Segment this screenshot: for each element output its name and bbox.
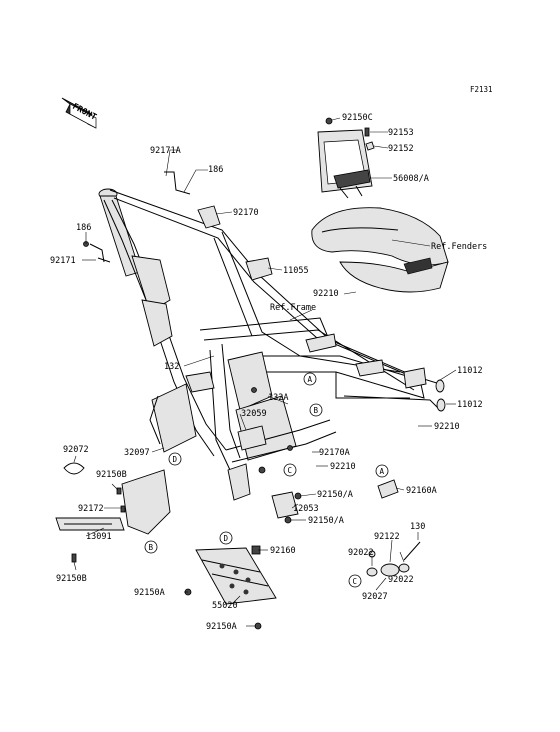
label-92170a: 92170A bbox=[319, 448, 350, 458]
leader-lines bbox=[73, 117, 457, 627]
label-ref-frame: Ref.Frame bbox=[270, 303, 316, 313]
label-12053: 12053 bbox=[293, 504, 319, 514]
callout-a-2: A bbox=[375, 464, 389, 478]
label-92153: 92153 bbox=[388, 128, 414, 138]
label-92152: 92152 bbox=[388, 144, 414, 154]
svg-text:C: C bbox=[353, 577, 358, 586]
callout-b-1: B bbox=[309, 403, 323, 417]
label-11055: 11055 bbox=[283, 266, 309, 276]
label-ref-fenders: Ref.Fenders bbox=[431, 242, 487, 252]
label-92150a-lower: 92150/A bbox=[308, 516, 344, 526]
label-92170: 92170 bbox=[233, 208, 259, 218]
label-92150a-upper: 92150/A bbox=[317, 490, 353, 500]
svg-text:C: C bbox=[288, 466, 293, 475]
svg-text:A: A bbox=[380, 467, 385, 476]
label-92172: 92172 bbox=[78, 504, 104, 514]
label-92150a-bottom: 92150A bbox=[206, 622, 237, 632]
label-132: 132 bbox=[164, 362, 179, 372]
side-cover-13091 bbox=[55, 469, 171, 563]
motorcycle-main-frame bbox=[98, 188, 446, 501]
engine-guard-32097 bbox=[149, 383, 197, 453]
callout-c-1: C bbox=[283, 463, 297, 477]
label-32097: 32097 bbox=[124, 448, 150, 458]
label-92027: 92027 bbox=[362, 592, 388, 602]
label-92171a: 92171A bbox=[150, 146, 181, 156]
svg-text:B: B bbox=[314, 406, 319, 415]
label-32059: 32059 bbox=[241, 409, 267, 419]
collar-92122 bbox=[366, 541, 421, 577]
callout-d-1: D bbox=[168, 452, 182, 466]
label-92210-mid: 92210 bbox=[330, 462, 356, 472]
clip-92160A bbox=[377, 479, 399, 499]
label-92022-a: 92022 bbox=[348, 548, 374, 558]
frame-bracket-32059 bbox=[237, 425, 267, 451]
label-92072: 92072 bbox=[63, 445, 89, 455]
label-92150a-plate: 92150A bbox=[134, 588, 165, 598]
label-92122: 92122 bbox=[374, 532, 400, 542]
svg-text:B: B bbox=[149, 543, 154, 552]
label-11012-a: 11012 bbox=[457, 366, 483, 376]
label-92022-b: 92022 bbox=[388, 575, 414, 585]
label-92150c: 92150C bbox=[342, 113, 373, 123]
figure-code: F2131 bbox=[470, 85, 493, 94]
svg-text:D: D bbox=[224, 534, 229, 543]
label-92171: 92171 bbox=[50, 256, 76, 266]
label-186-left: 186 bbox=[76, 223, 91, 233]
callout-b-2: B bbox=[144, 540, 158, 554]
label-92150b-top: 92150B bbox=[96, 470, 127, 480]
bolts-186 bbox=[83, 171, 191, 263]
svg-text:A: A bbox=[308, 375, 313, 384]
callout-a-1: A bbox=[303, 372, 317, 386]
label-92210-top: 92210 bbox=[313, 289, 339, 299]
label-11012-b: 11012 bbox=[457, 400, 483, 410]
callout-d-2: D bbox=[219, 531, 233, 545]
label-55020: 55020 bbox=[212, 601, 238, 611]
label-132a: 132A bbox=[268, 393, 288, 403]
skid-plate-55020 bbox=[184, 545, 277, 630]
label-92210-right: 92210 bbox=[434, 422, 460, 432]
label-13091: 13091 bbox=[86, 532, 112, 542]
label-56008a: 56008/A bbox=[393, 174, 429, 184]
label-130: 130 bbox=[410, 522, 425, 532]
front-arrow-icon: FRONT bbox=[61, 97, 98, 129]
label-92160: 92160 bbox=[270, 546, 296, 556]
rear-fender-shape bbox=[311, 207, 449, 293]
clamp-92072 bbox=[63, 462, 85, 475]
label-92160a: 92160A bbox=[406, 486, 437, 496]
callout-c-2: C bbox=[348, 574, 362, 588]
svg-text:D: D bbox=[173, 455, 178, 464]
number-plate-assembly bbox=[317, 117, 375, 199]
label-186-top: 186 bbox=[208, 165, 223, 175]
label-92150b-bottom: 92150B bbox=[56, 574, 87, 584]
